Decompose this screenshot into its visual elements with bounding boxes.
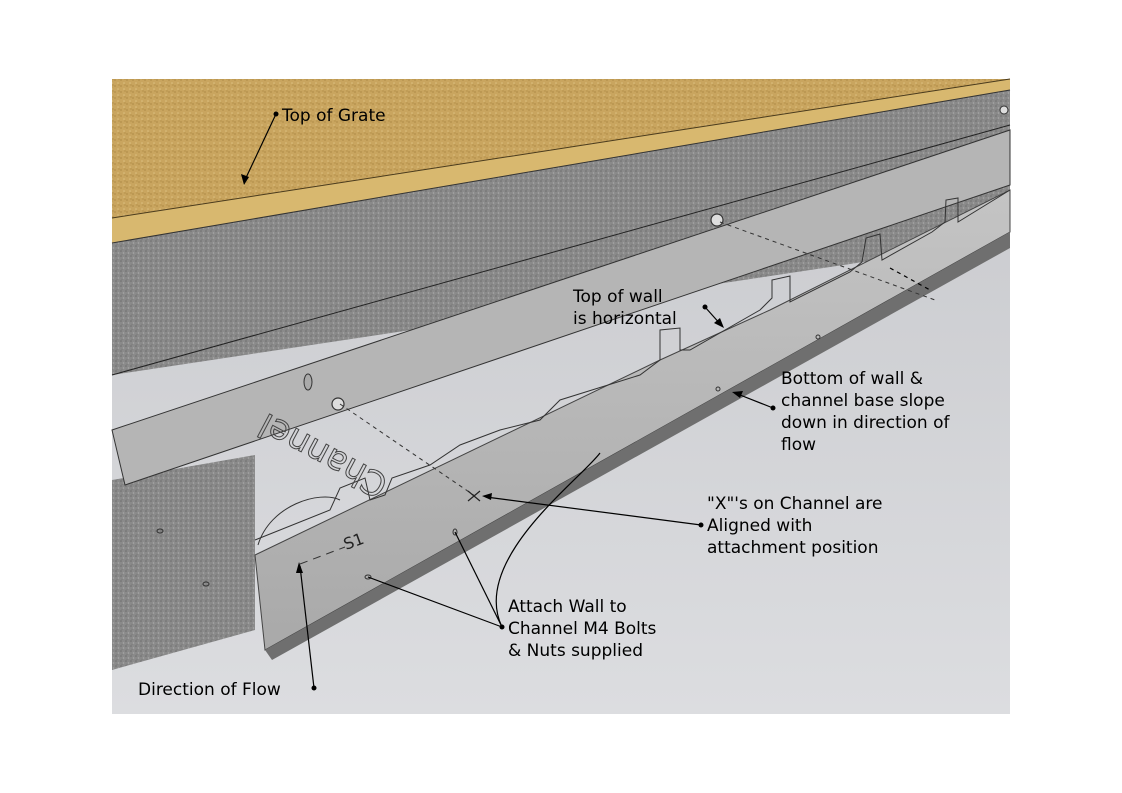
- leader-attach-3: [495, 452, 601, 628]
- leader-bottom-of-wall: [734, 392, 774, 409]
- label-attach-wall-2: Channel M4 Bolts: [508, 619, 657, 639]
- channel-flange: [111, 129, 1011, 486]
- grate-edge: [112, 79, 1010, 243]
- leader-attach-2: [454, 531, 503, 628]
- grate-line-lower: [111, 89, 1011, 244]
- leader-dot: [770, 405, 776, 411]
- attachment-dashed-line-right: [719, 221, 936, 301]
- leader-direction-of-flow: [299, 565, 315, 689]
- attachment-dashed-line-left: [339, 403, 476, 497]
- leader-dot: [698, 522, 704, 528]
- wall-hole: [156, 528, 164, 534]
- concrete-wall: [112, 79, 1010, 375]
- wall-notch-profile: [254, 189, 1011, 541]
- leader-dot: [311, 685, 317, 691]
- channel-base: [265, 232, 1010, 660]
- grate-line: [111, 78, 1011, 219]
- labels: Top of Grate Top of wall is horizontal B…: [138, 106, 950, 700]
- bolt-left: [331, 397, 345, 411]
- label-top-of-wall-2: is horizontal: [573, 309, 677, 329]
- label-x-aligned-1: "X"'s on Channel are: [707, 494, 883, 514]
- wall-hole: [364, 574, 372, 580]
- label-attach-wall-3: & Nuts supplied: [508, 641, 643, 661]
- leader-attach-1: [367, 576, 503, 628]
- label-bottom-of-wall-3: down in direction of: [781, 413, 950, 433]
- concrete-left-band: [112, 455, 255, 670]
- arrowhead: [241, 174, 249, 185]
- label-top-of-grate: Top of Grate: [281, 106, 386, 126]
- wall-hole: [202, 581, 210, 587]
- arrowhead: [296, 562, 303, 573]
- wall-arc: [257, 496, 341, 546]
- leader-dot: [273, 111, 279, 117]
- label-bottom-of-wall-4: flow: [781, 435, 816, 455]
- arrowhead: [732, 391, 743, 398]
- label-top-of-wall-1: Top of wall: [572, 287, 663, 307]
- label-x-aligned-3: attachment position: [707, 538, 879, 558]
- wall-hole: [452, 528, 458, 536]
- scene: Channel S1: [111, 78, 1011, 714]
- label-x-aligned-2: Aligned with: [707, 516, 812, 536]
- leader-dot: [499, 624, 505, 630]
- bolt-middle: [710, 213, 724, 227]
- leader-dot: [702, 304, 708, 310]
- concrete-lip-line: [111, 124, 1011, 376]
- label-bottom-of-wall-1: Bottom of wall &: [781, 369, 923, 389]
- label-attach-wall-1: Attach Wall to: [508, 597, 627, 617]
- label-bottom-of-wall-2: channel base slope: [781, 391, 945, 411]
- leader-lines: [241, 111, 931, 691]
- arrowhead: [714, 318, 724, 328]
- leader-top-of-grate: [243, 113, 277, 183]
- slot-hole: [303, 373, 313, 391]
- arrowhead: [482, 493, 492, 500]
- wall-hole: [815, 334, 821, 340]
- x-mark: [467, 490, 481, 502]
- leader-x-aligned: [485, 496, 702, 526]
- label-direction-of-flow: Direction of Flow: [138, 680, 281, 700]
- bolt-right: [999, 105, 1009, 115]
- wall-hole: [715, 386, 721, 392]
